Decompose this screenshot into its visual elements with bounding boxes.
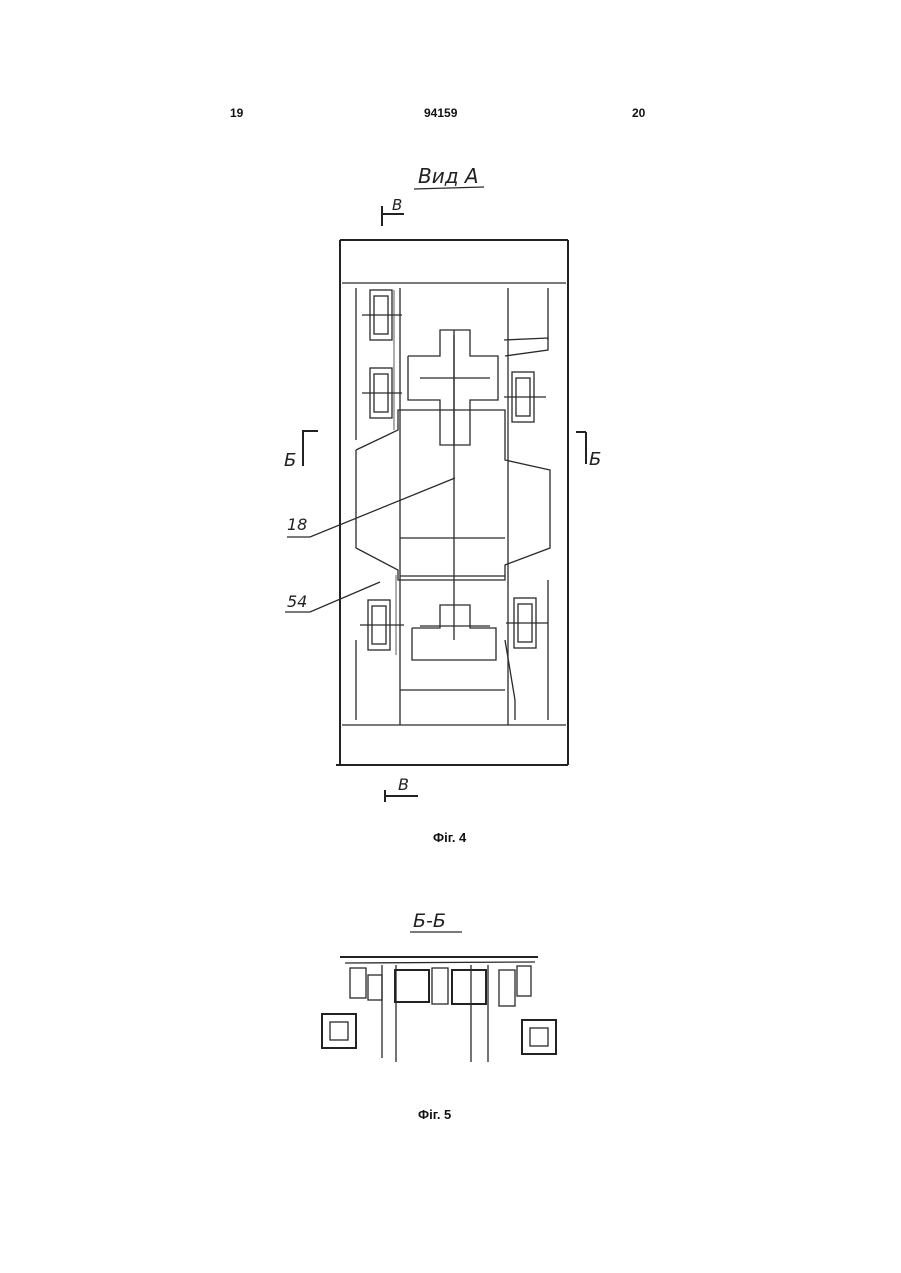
section-right-tube [522, 1020, 556, 1054]
section-right-rollers [452, 965, 531, 1062]
figure-5-caption: Фіг. 5 [418, 1107, 451, 1122]
section-label: Б-Б [413, 910, 446, 932]
section-top-plate [340, 957, 538, 963]
figure-4-caption: Фіг. 4 [433, 830, 466, 845]
section-left-tube [322, 1014, 356, 1048]
section-left-rollers [350, 965, 448, 1062]
